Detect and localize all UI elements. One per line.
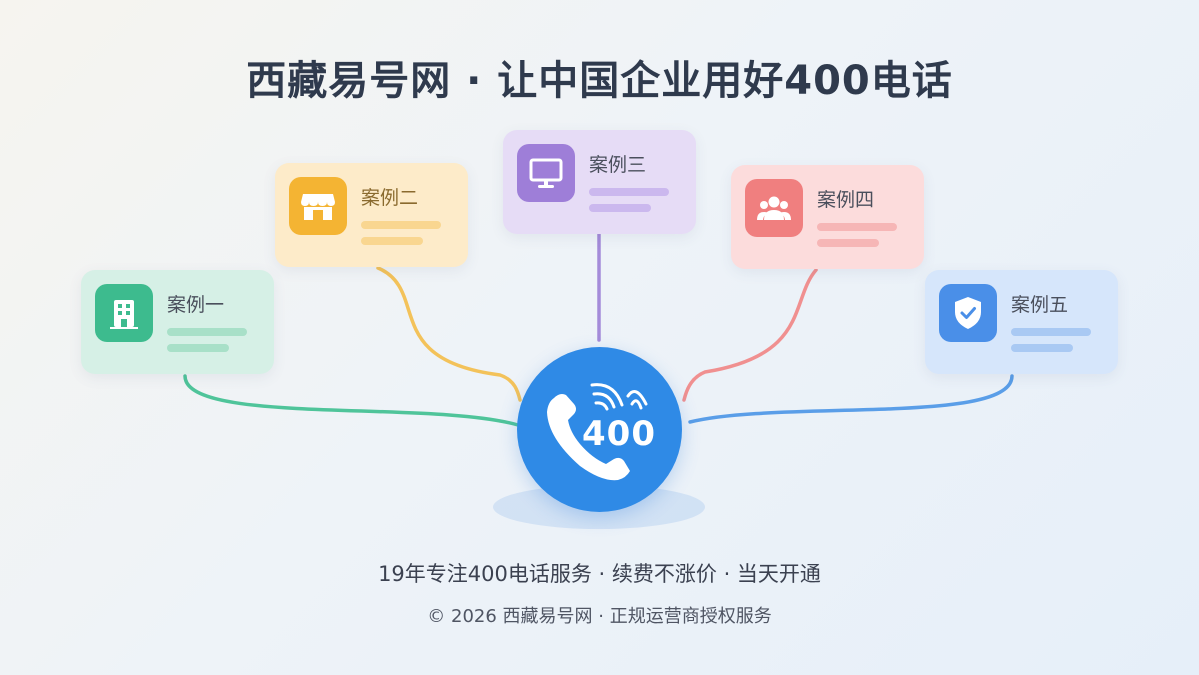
hub-label: 400 [582,414,656,454]
case-label: 案例二 [361,187,419,209]
connector-case-2 [376,266,522,402]
placeholder-line [817,239,879,247]
case-card-2[interactable]: 案例二 [275,163,468,267]
placeholder-line [167,344,229,352]
case-label: 案例四 [817,189,875,211]
page-title: 西藏易号网 · 让中国企业用好400电话 [246,58,953,104]
storefront-icon [289,177,347,235]
placeholder-line [361,237,423,245]
placeholder-line [361,221,441,229]
placeholder-line [589,204,651,212]
hub-400-circle[interactable] [517,347,682,512]
building-icon [95,284,153,342]
case-label: 案例三 [589,154,647,176]
connector-case-1 [183,374,520,427]
footer-copyright: © 2026 西藏易号网 · 正规运营商授权服务 [427,606,772,627]
phone-ringing-icon [547,383,648,481]
case-card-3[interactable]: 案例三 [503,130,696,234]
users-icon [745,179,803,237]
case-label: 案例五 [1011,294,1069,316]
placeholder-line [589,188,669,196]
connector-case-5 [688,374,1014,424]
case-label: 案例一 [167,294,225,316]
connector-case-4 [682,268,818,402]
placeholder-line [1011,328,1091,336]
placeholder-line [817,223,897,231]
monitor-icon [517,144,575,202]
case-card-5[interactable]: 案例五 [925,270,1118,374]
shield-check-icon [939,284,997,342]
case-card-4[interactable]: 案例四 [731,165,924,269]
placeholder-line [1011,344,1073,352]
tagline: 19年专注400电话服务 · 续费不涨价 · 当天开通 [378,562,821,586]
case-card-1[interactable]: 案例一 [81,270,274,374]
placeholder-line [167,328,247,336]
